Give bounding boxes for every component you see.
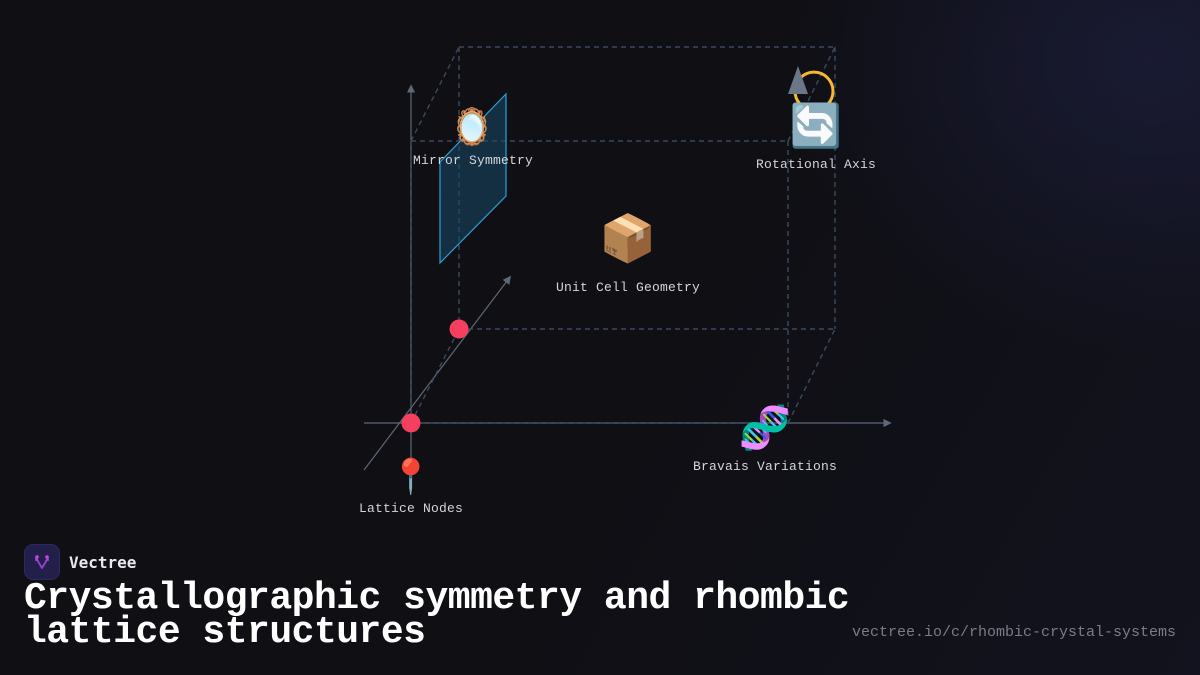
rotation-indicator (788, 66, 835, 106)
vectree-logo-icon (24, 544, 60, 580)
label-unit-cell-geometry: Unit Cell Geometry (555, 280, 701, 295)
label-lattice-nodes: Lattice Nodes (358, 501, 464, 516)
brand: Vectree (24, 544, 136, 580)
unit-cell-cube (410, 46, 836, 424)
lattice-node (449, 319, 469, 339)
brand-name: Vectree (69, 552, 137, 572)
source-url: vectree.io/c/rhombic-crystal-systems (851, 624, 1176, 641)
rotate-arrows-icon: 🔄 (789, 101, 843, 150)
mirror-plane (439, 92, 507, 265)
package-box-icon: 📦 (599, 211, 657, 265)
pushpin-icon: 📍 (389, 457, 433, 497)
page-title: Crystallographic symmetry and rhombic la… (24, 577, 850, 654)
mirror-icon: 🪞 (449, 107, 495, 148)
label-bravais-variations: Bravais Variations (692, 459, 838, 474)
lattice-node (401, 413, 421, 433)
dna-icon: 🧬 (738, 403, 792, 452)
label-rotational-axis: Rotational Axis (755, 157, 877, 172)
rotation-axis-arrow-icon (788, 66, 808, 94)
label-mirror-symmetry: Mirror Symmetry (412, 153, 534, 168)
